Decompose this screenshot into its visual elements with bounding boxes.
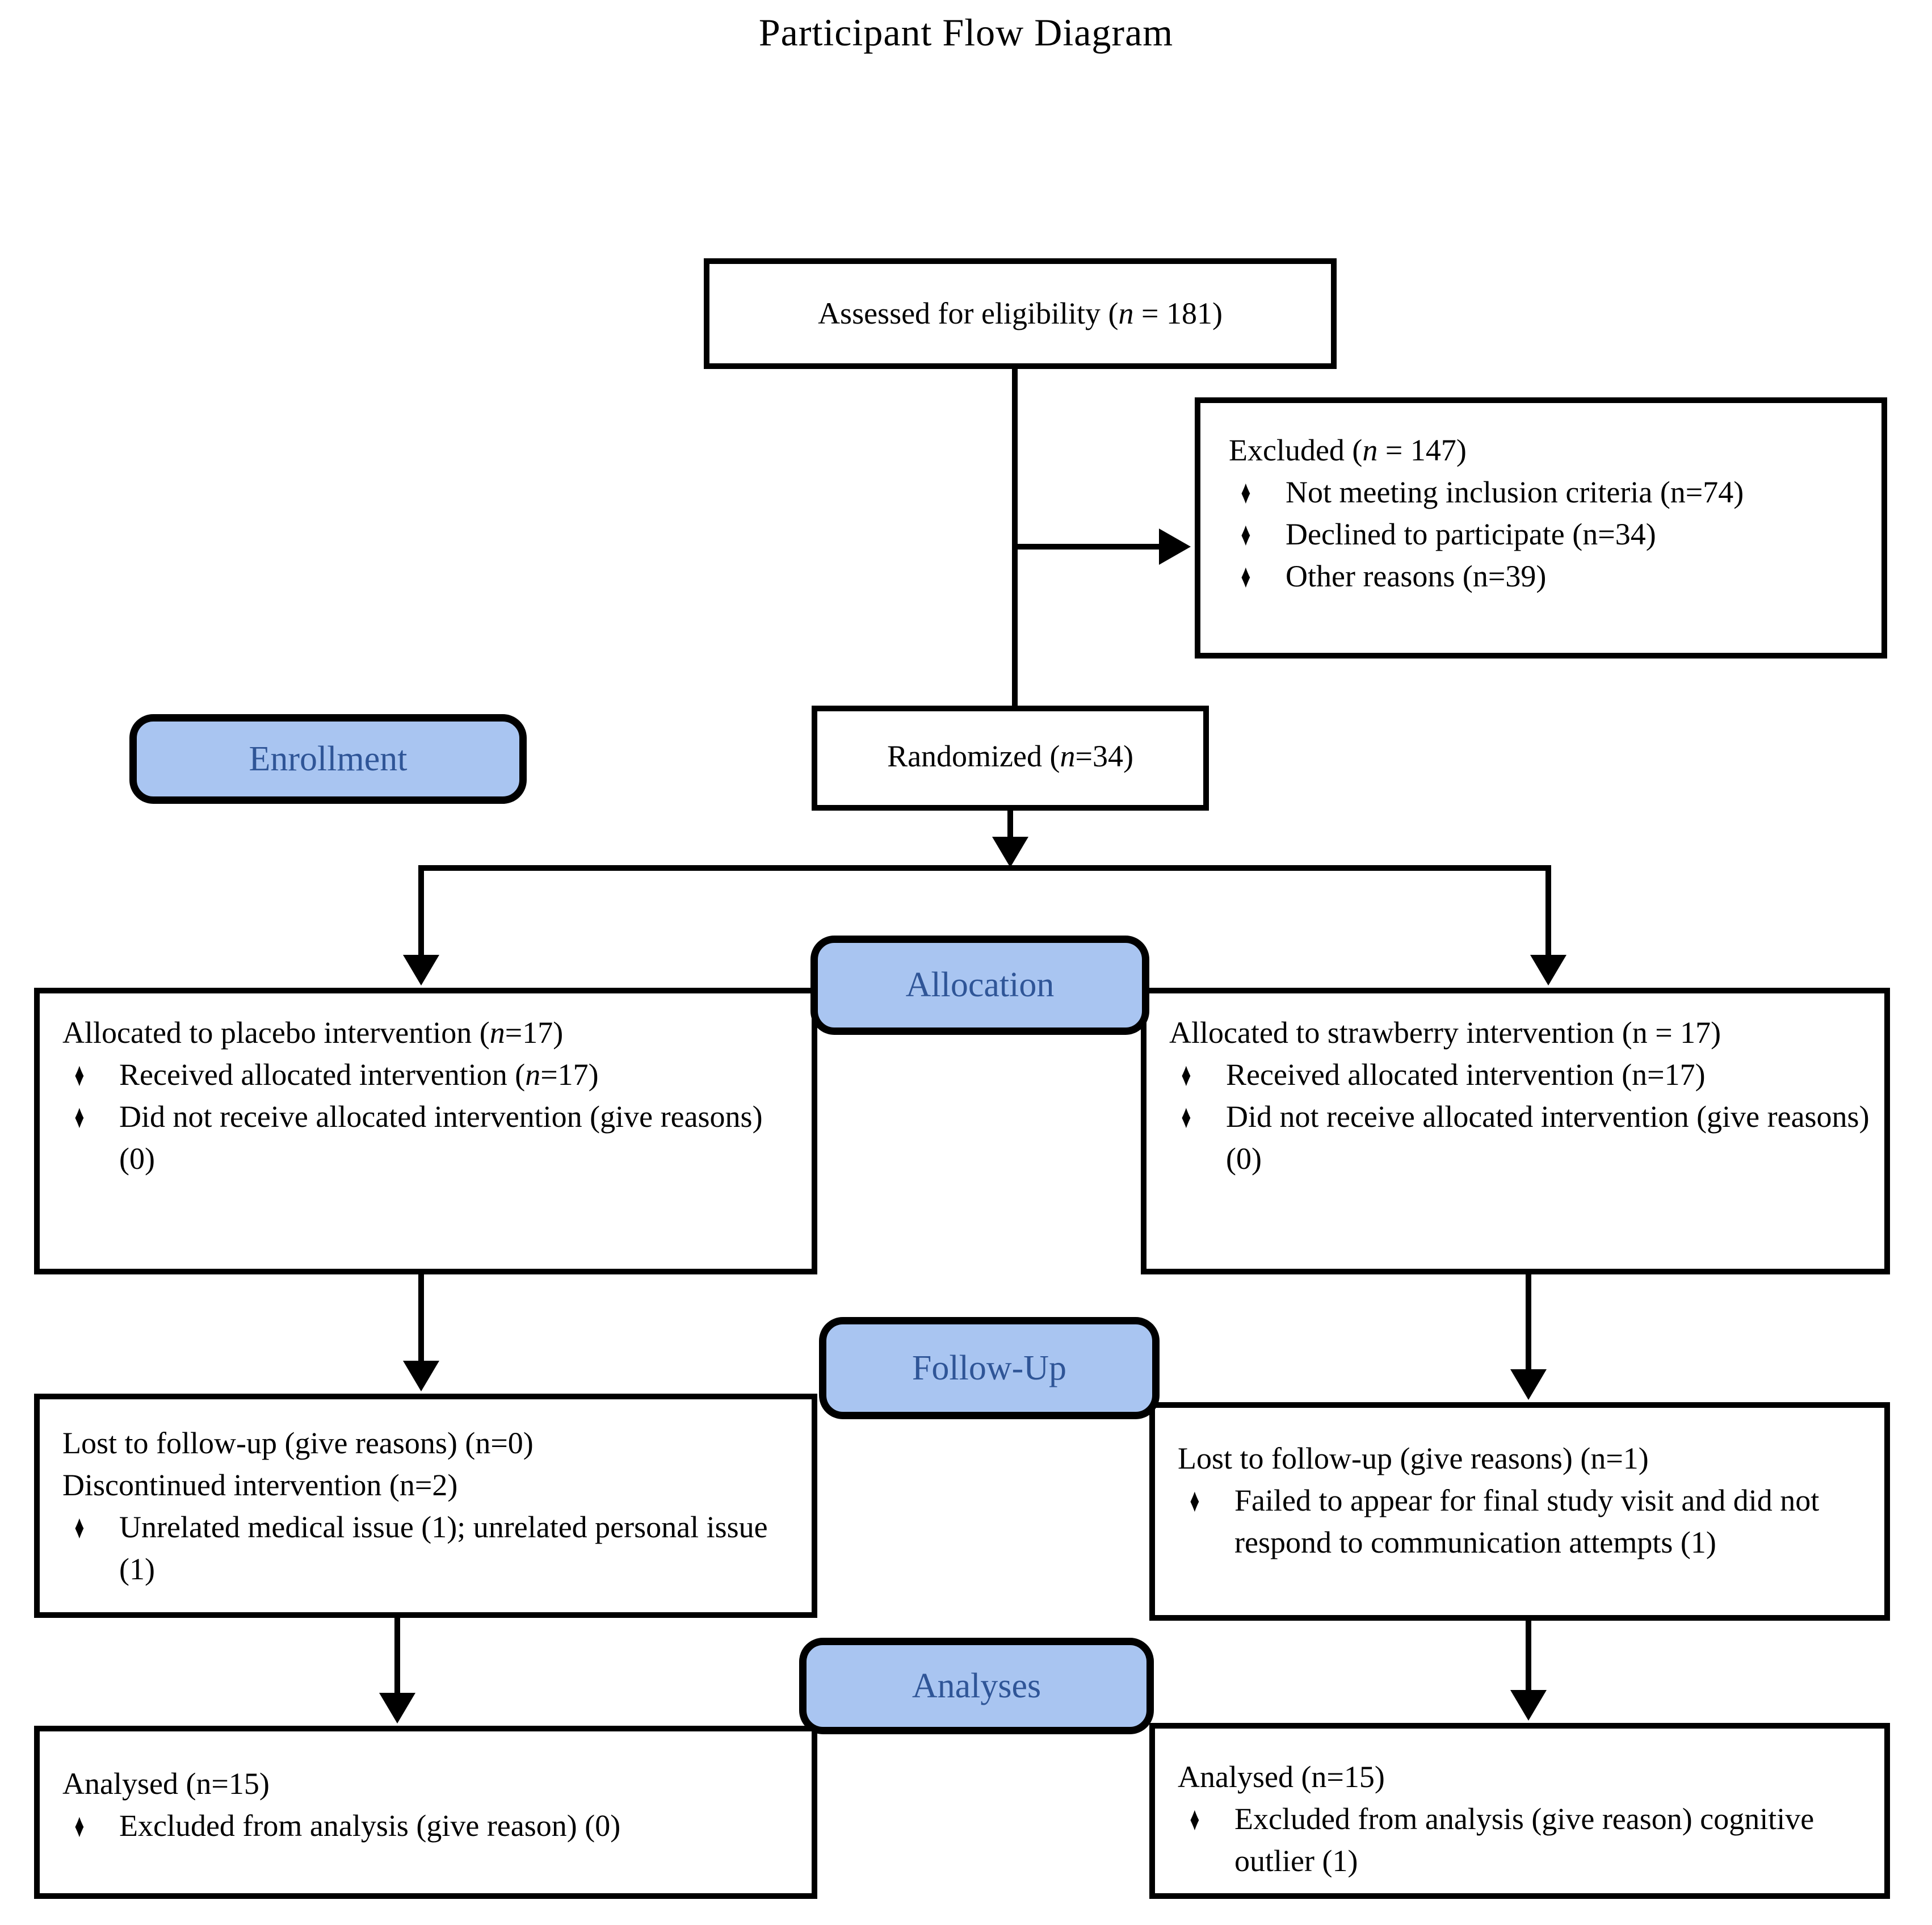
connector-split-to-left-allocation (418, 865, 424, 957)
stage-allocation-label: Allocation (905, 966, 1055, 1004)
analysed-right-title: Analysed (n=15) (1178, 1760, 1385, 1794)
arrowhead-right-analysed-icon (1510, 1690, 1547, 1721)
allocation-right-item-text: Did not receive allocated intervention (… (1226, 1100, 1870, 1176)
connector-randomized-to-split (1007, 810, 1013, 844)
stage-followup: Follow-Up (819, 1317, 1160, 1419)
followup-left-line2: Discontinued intervention (n=2) (62, 1468, 458, 1502)
followup-left-box: Lost to follow-up (give reasons) (n=0) D… (34, 1394, 817, 1618)
stage-enrollment-label: Enrollment (249, 739, 408, 778)
diamond-bullet-icon: ♦ (1241, 557, 1251, 595)
diamond-bullet-icon: ♦ (1241, 473, 1251, 511)
allocation-right-title: Allocated to strawberry intervention (n … (1169, 1016, 1721, 1050)
diamond-bullet-icon: ♦ (74, 1807, 85, 1844)
diamond-bullet-icon: ♦ (74, 1056, 85, 1093)
allocation-right-box: Allocated to strawberry intervention (n … (1141, 988, 1890, 1274)
diamond-bullet-icon: ♦ (74, 1508, 85, 1546)
arrowhead-right-followup-icon (1510, 1369, 1547, 1400)
excluded-box: Excluded (n = 147) ♦ Not meeting inclusi… (1195, 397, 1887, 659)
arrowhead-left-allocation-icon (403, 955, 439, 985)
followup-right-item: ♦ Failed to appear for final study visit… (1183, 1479, 1876, 1563)
followup-left-line1: Lost to follow-up (give reasons) (n=0) (62, 1426, 534, 1460)
excluded-item-text: Other reasons (n=39) (1286, 559, 1547, 593)
stage-analyses-label: Analyses (912, 1666, 1041, 1705)
arrowhead-right-allocation-icon (1530, 955, 1566, 985)
allocation-left-title: Allocated to placebo intervention (n=17) (62, 1016, 564, 1050)
analysed-left-box: Analysed (n=15) ♦ Excluded from analysis… (34, 1726, 817, 1899)
randomized-box: Randomized (n=34) (812, 706, 1209, 811)
arrowhead-left-analysed-icon (379, 1693, 415, 1723)
assessed-text: Assessed for eligibility (n = 181) (818, 296, 1223, 330)
excluded-item: ♦ Declined to participate (n=34) (1234, 513, 1873, 555)
connector-split-to-right-allocation (1545, 865, 1551, 957)
allocation-left-item-text: Received allocated intervention (n=17) (119, 1058, 599, 1092)
analysed-left-title: Analysed (n=15) (62, 1767, 270, 1801)
followup-left-item-text: Unrelated medical issue (1); unrelated p… (119, 1510, 768, 1586)
allocation-left-box: Allocated to placebo intervention (n=17)… (34, 988, 817, 1274)
analysed-left-item-text: Excluded from analysis (give reason) (0) (119, 1809, 621, 1843)
allocation-left-item-text: Did not receive allocated intervention (… (119, 1100, 763, 1176)
split-line (418, 865, 1551, 871)
connector-to-excluded (1012, 544, 1161, 550)
analysed-right-item: ♦ Excluded from analysis (give reason) c… (1183, 1798, 1876, 1882)
excluded-item-text: Not meeting inclusion criteria (n=74) (1286, 475, 1744, 509)
connector-assessed-to-randomized (1012, 368, 1018, 708)
diamond-bullet-icon: ♦ (74, 1098, 85, 1135)
stage-analyses: Analyses (799, 1638, 1154, 1734)
stage-allocation: Allocation (810, 936, 1149, 1035)
stage-enrollment: Enrollment (129, 714, 527, 804)
allocation-right-item: ♦ Received allocated intervention (n=17) (1175, 1054, 1873, 1096)
stage-followup-label: Follow-Up (912, 1348, 1067, 1387)
followup-right-box: Lost to follow-up (give reasons) (n=1) ♦… (1149, 1402, 1890, 1621)
arrowhead-split-icon (992, 837, 1028, 867)
allocation-left-item: ♦ Received allocated intervention (n=17) (68, 1054, 800, 1096)
allocation-right-item-text: Received allocated intervention (n=17) (1226, 1058, 1706, 1092)
diamond-bullet-icon: ♦ (1241, 515, 1251, 553)
diamond-bullet-icon: ♦ (1181, 1098, 1191, 1135)
diamond-bullet-icon: ♦ (1190, 1800, 1200, 1838)
excluded-item: ♦ Not meeting inclusion criteria (n=74) (1234, 471, 1873, 513)
analysed-right-item-text: Excluded from analysis (give reason) cog… (1234, 1802, 1815, 1878)
diamond-bullet-icon: ♦ (1190, 1482, 1200, 1519)
assessed-box: Assessed for eligibility (n = 181) (704, 258, 1337, 369)
analysed-left-item: ♦ Excluded from analysis (give reason) (… (68, 1805, 800, 1847)
excluded-item-text: Declined to participate (n=34) (1286, 517, 1656, 551)
followup-left-item: ♦ Unrelated medical issue (1); unrelated… (68, 1506, 800, 1590)
excluded-title: Excluded (n = 147) (1229, 433, 1467, 467)
allocation-left-item: ♦ Did not receive allocated intervention… (68, 1096, 800, 1180)
analysed-right-box: Analysed (n=15) ♦ Excluded from analysis… (1149, 1723, 1890, 1899)
connector-left-followup-to-analysed (394, 1617, 400, 1695)
excluded-item: ♦ Other reasons (n=39) (1234, 555, 1873, 597)
connector-right-followup-to-analysed (1526, 1620, 1531, 1692)
diamond-bullet-icon: ♦ (1181, 1056, 1191, 1093)
connector-right-allocation-to-followup (1526, 1273, 1531, 1371)
connector-left-allocation-to-followup (418, 1273, 424, 1363)
arrowhead-excluded-icon (1159, 529, 1191, 565)
arrowhead-left-followup-icon (403, 1361, 439, 1391)
allocation-right-item: ♦ Did not receive allocated intervention… (1175, 1096, 1873, 1180)
page-title: Participant Flow Diagram (758, 11, 1174, 54)
followup-right-line1: Lost to follow-up (give reasons) (n=1) (1178, 1441, 1649, 1475)
randomized-text: Randomized (n=34) (887, 739, 1133, 773)
followup-right-item-text: Failed to appear for final study visit a… (1234, 1483, 1820, 1559)
